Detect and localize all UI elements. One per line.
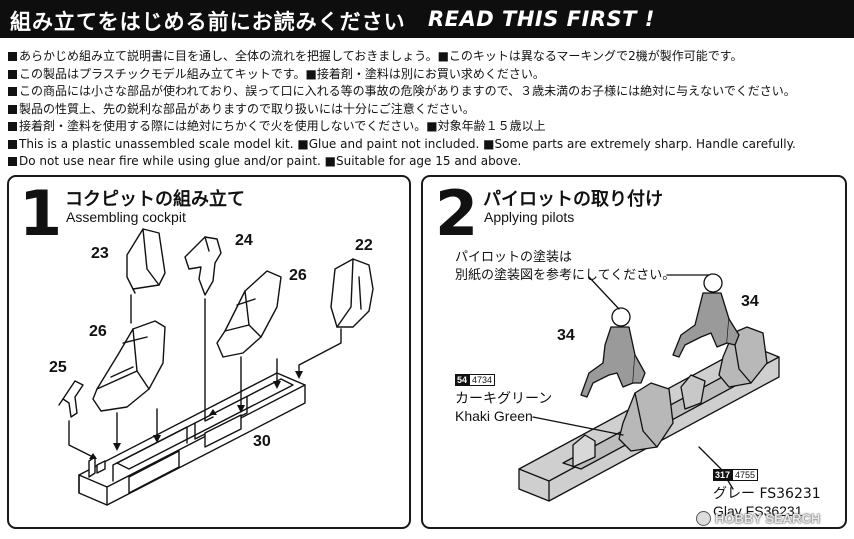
paint-name-jp: グレー FS36231: [713, 486, 821, 502]
paint-callout-khaki-green: 54 4734 カーキグリーン Khaki Green: [455, 373, 552, 424]
part-label-23: 23: [91, 245, 109, 262]
step-title-jp: コクピットの組み立て: [65, 189, 245, 210]
step-title-en: Applying pilots: [484, 209, 575, 225]
step-number: 1: [19, 177, 62, 250]
arrow-heads: [89, 371, 303, 459]
paint-callout-grey: 317 4755 グレー FS36231 Glay FS36231: [713, 468, 821, 519]
part-label-26-left: 26: [89, 323, 107, 340]
part-label-25: 25: [49, 359, 67, 376]
part-label-30: 30: [253, 433, 271, 450]
pilot-figure-rear: [672, 273, 740, 358]
assembly-guide-lines: [68, 294, 342, 458]
part-label-24: 24: [235, 232, 253, 249]
note-line: あらかじめ組み立て説明書に目を通し、全体の流れを把握しておきましょう。■このキッ…: [8, 48, 848, 66]
paint-code-primary: 317: [713, 468, 733, 481]
note-line: この商品には小さな部品が使われており、誤って口に入れる等の事故の危険がありますの…: [8, 83, 848, 101]
step2-panel: 2 パイロットの取り付け Applying pilots パイロットの塗装は 別…: [421, 175, 847, 529]
note-line: 製品の性質上、先の鋭利な部品がありますので取り扱いには十分にご注意ください。: [8, 101, 848, 119]
control-stick-part-25: [58, 380, 84, 418]
paint-name-jp: カーキグリーン: [455, 391, 553, 407]
seat-frame-part-24: [184, 236, 222, 296]
pilot-figure-front: [580, 307, 646, 398]
step1-panel: 1 コクピットの組み立て Assembling cockpit 23 24 22…: [7, 175, 411, 529]
paint-code-secondary: 4755: [732, 468, 759, 481]
ejection-seat-part-26-right: [216, 270, 282, 358]
note-line: Do not use near fire while using glue an…: [8, 153, 848, 171]
paint-name-en: Glay FS36231: [713, 503, 803, 519]
header-bar: 組み立てをはじめる前にお読みください READ THIS FIRST !: [0, 0, 854, 38]
part-label-34-front: 34: [557, 327, 575, 344]
cockpit-tub-part-30: [78, 372, 306, 506]
header-title-en: READ THIS FIRST !: [428, 7, 655, 31]
step-title-jp: パイロットの取り付け: [483, 189, 663, 210]
part-label-26-right: 26: [289, 267, 307, 284]
front-ejection-seat: [618, 382, 674, 452]
watermark: HOBBY SEARCH: [696, 511, 820, 526]
part-label-22: 22: [355, 237, 373, 254]
header-title-jp: 組み立てをはじめる前にお読みください: [10, 10, 406, 34]
step-number: 2: [435, 177, 478, 250]
instrument-panel: [680, 374, 706, 410]
pilot-installation-drawing: [518, 273, 780, 502]
note-line: この製品はプラスチックモデル組み立てキットです。■接着剤・塗料は別にお買い求めく…: [8, 66, 848, 84]
hobby-search-logo-icon: [696, 511, 711, 526]
bullet-square-icon: [8, 87, 17, 96]
pilot-painting-note: パイロットの塗装は 別紙の塗装図を参考にしてください。: [455, 250, 676, 283]
paint-code-secondary: 4734: [469, 373, 496, 386]
bullet-square-icon: [8, 52, 17, 61]
step-title-en: Assembling cockpit: [66, 209, 186, 225]
cockpit-assembly-drawing: [58, 228, 374, 506]
part-label-34-rear: 34: [741, 293, 759, 310]
paint-code-primary: 54: [455, 373, 470, 386]
bullet-square-icon: [8, 69, 17, 79]
watermark-text: HOBBY SEARCH: [715, 511, 821, 526]
seat-back-part-22: [330, 258, 374, 328]
caution-notes: あらかじめ組み立て説明書に目を通し、全体の流れを把握しておきましょう。■このキッ…: [8, 48, 848, 171]
bullet-square-icon: [8, 157, 17, 166]
ejection-seat-part-26-left: [92, 320, 166, 412]
bullet-square-icon: [8, 122, 17, 131]
note-line: 接着剤・塗料を使用する際には絶対にちかくで火を使用しないでください。■対象年齢１…: [8, 118, 848, 136]
note-line: This is a plastic unassembled scale mode…: [8, 136, 848, 154]
seat-back-part-23: [126, 228, 166, 294]
paint-name-en: Khaki Green: [455, 408, 533, 424]
bullet-square-icon: [8, 139, 17, 149]
bullet-square-icon: [8, 104, 17, 114]
